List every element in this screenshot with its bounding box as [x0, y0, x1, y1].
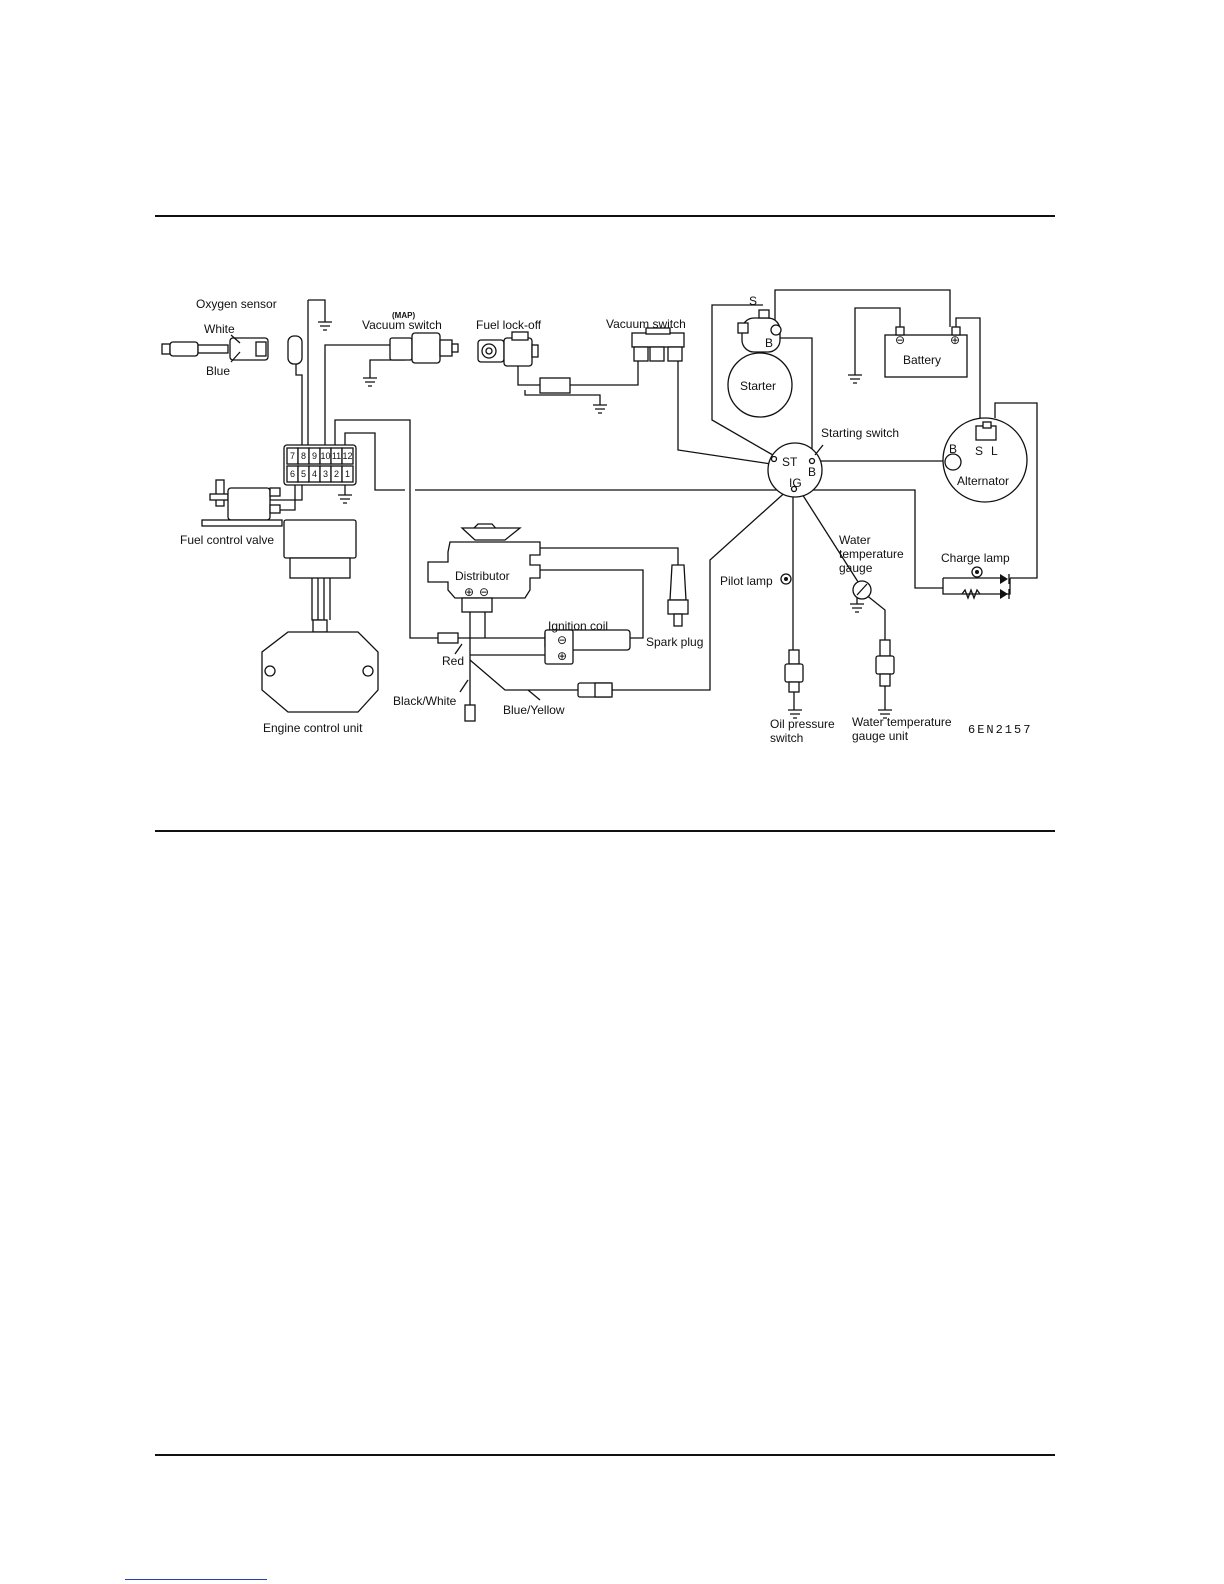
- terminal-alt-s: S: [975, 444, 983, 458]
- connector-pin-label: 6: [290, 469, 295, 479]
- label-pilot-lamp: Pilot lamp: [720, 574, 773, 588]
- battery-plus: ⊕: [950, 333, 960, 347]
- terminal-alt-b: B: [949, 442, 957, 456]
- distributor-plus: ⊕: [464, 585, 474, 599]
- label-water-temp-unit-1: Water temperature: [852, 715, 952, 729]
- starter: [727, 309, 793, 418]
- diagram-labels: Oxygen sensor White Blue (MAP) Vacuum sw…: [180, 294, 1032, 745]
- vacuum-switch: [631, 327, 685, 362]
- distributor: [427, 523, 541, 613]
- connector-pin-label: 1: [345, 469, 350, 479]
- label-red: Red: [442, 654, 464, 668]
- connector-pin-label: 2: [334, 469, 339, 479]
- label-oil-pressure-2: switch: [770, 731, 803, 745]
- oil-pressure-switch: [784, 649, 804, 710]
- label-battery: Battery: [903, 353, 941, 367]
- connector-pin-label: 12: [342, 451, 352, 461]
- wire-connectors: [437, 632, 613, 722]
- label-black-white: Black/White: [393, 694, 457, 708]
- label-charge-lamp: Charge lamp: [941, 551, 1010, 565]
- starting-switch[interactable]: [767, 442, 823, 498]
- connector-pin-label: 10: [320, 451, 330, 461]
- label-ignition-coil: Ignition coil: [548, 619, 608, 633]
- label-water-temp-gauge-2: temperature: [839, 547, 904, 561]
- connector-pin-label: 3: [323, 469, 328, 479]
- wires: [269, 289, 1038, 705]
- terminal-switch-b: B: [808, 465, 816, 479]
- terminal-starter-b: B: [765, 336, 773, 350]
- connector-pin-label: 5: [301, 469, 306, 479]
- battery-minus: ⊖: [895, 333, 905, 347]
- figure-code: 6EN2157: [968, 723, 1032, 737]
- water-temperature-gauge: [852, 580, 872, 604]
- coil-plus: ⊕: [557, 649, 567, 663]
- oxygen-sensor: [161, 335, 303, 365]
- spark-plug: [667, 564, 689, 627]
- label-starting-switch: Starting switch: [821, 426, 899, 440]
- label-spark-plug: Spark plug: [646, 635, 703, 649]
- connector-pin-cell: [341, 447, 354, 465]
- terminal-ig: IG: [789, 476, 802, 490]
- battery: [884, 326, 968, 378]
- label-map: (MAP): [392, 311, 415, 320]
- footer-link[interactable]: [125, 1579, 267, 1580]
- ignition-coil: [544, 629, 631, 665]
- label-fuel-control-valve: Fuel control valve: [180, 533, 274, 547]
- terminal-alt-l: L: [991, 444, 998, 458]
- bottom-rule: [155, 1454, 1055, 1456]
- label-distributor: Distributor: [455, 569, 510, 583]
- connector-pin-label: 9: [312, 451, 317, 461]
- middle-rule: [155, 830, 1055, 832]
- label-blue-yellow: Blue/Yellow: [503, 703, 565, 717]
- alternator: [942, 417, 1028, 503]
- leader-arrows: [230, 334, 824, 701]
- label-water-temp-gauge-3: gauge: [839, 561, 873, 575]
- ground-symbols: [318, 321, 892, 719]
- water-temperature-gauge-unit: [875, 639, 895, 710]
- label-white: White: [204, 322, 235, 336]
- connector-pin-label: 4: [312, 469, 317, 479]
- label-alternator: Alternator: [957, 474, 1009, 488]
- connector-pin-cell: [341, 465, 354, 483]
- label-vacuum-switch-map: Vacuum switch: [362, 318, 442, 332]
- coil-minus: ⊖: [557, 633, 567, 647]
- label-blue: Blue: [206, 364, 230, 378]
- label-engine-control-unit: Engine control unit: [263, 721, 363, 735]
- pilot-lamp: [780, 573, 792, 585]
- top-rule: [155, 215, 1055, 217]
- label-fuel-lock-off: Fuel lock-off: [476, 318, 542, 332]
- charge-lamp: [961, 566, 1010, 600]
- engine-control-unit: [261, 519, 379, 713]
- label-oil-pressure-1: Oil pressure: [770, 717, 835, 731]
- terminal-st: ST: [782, 455, 798, 469]
- label-oxygen-sensor: Oxygen sensor: [196, 297, 277, 311]
- fuel-lock-off: [477, 331, 571, 394]
- label-vacuum-switch: Vacuum switch: [606, 317, 686, 331]
- label-starter: Starter: [740, 379, 776, 393]
- connector-pin-label: 7: [290, 451, 295, 461]
- label-water-temp-unit-2: gauge unit: [852, 729, 909, 743]
- map-vacuum-switch: [389, 332, 459, 364]
- distributor-minus: ⊖: [479, 585, 489, 599]
- connector-pin-label: 8: [301, 451, 306, 461]
- connector-pin-label: 11: [332, 451, 341, 461]
- terminal-s: S: [749, 294, 757, 308]
- fuel-control-valve: [201, 479, 283, 527]
- label-water-temp-gauge-1: Water: [839, 533, 871, 547]
